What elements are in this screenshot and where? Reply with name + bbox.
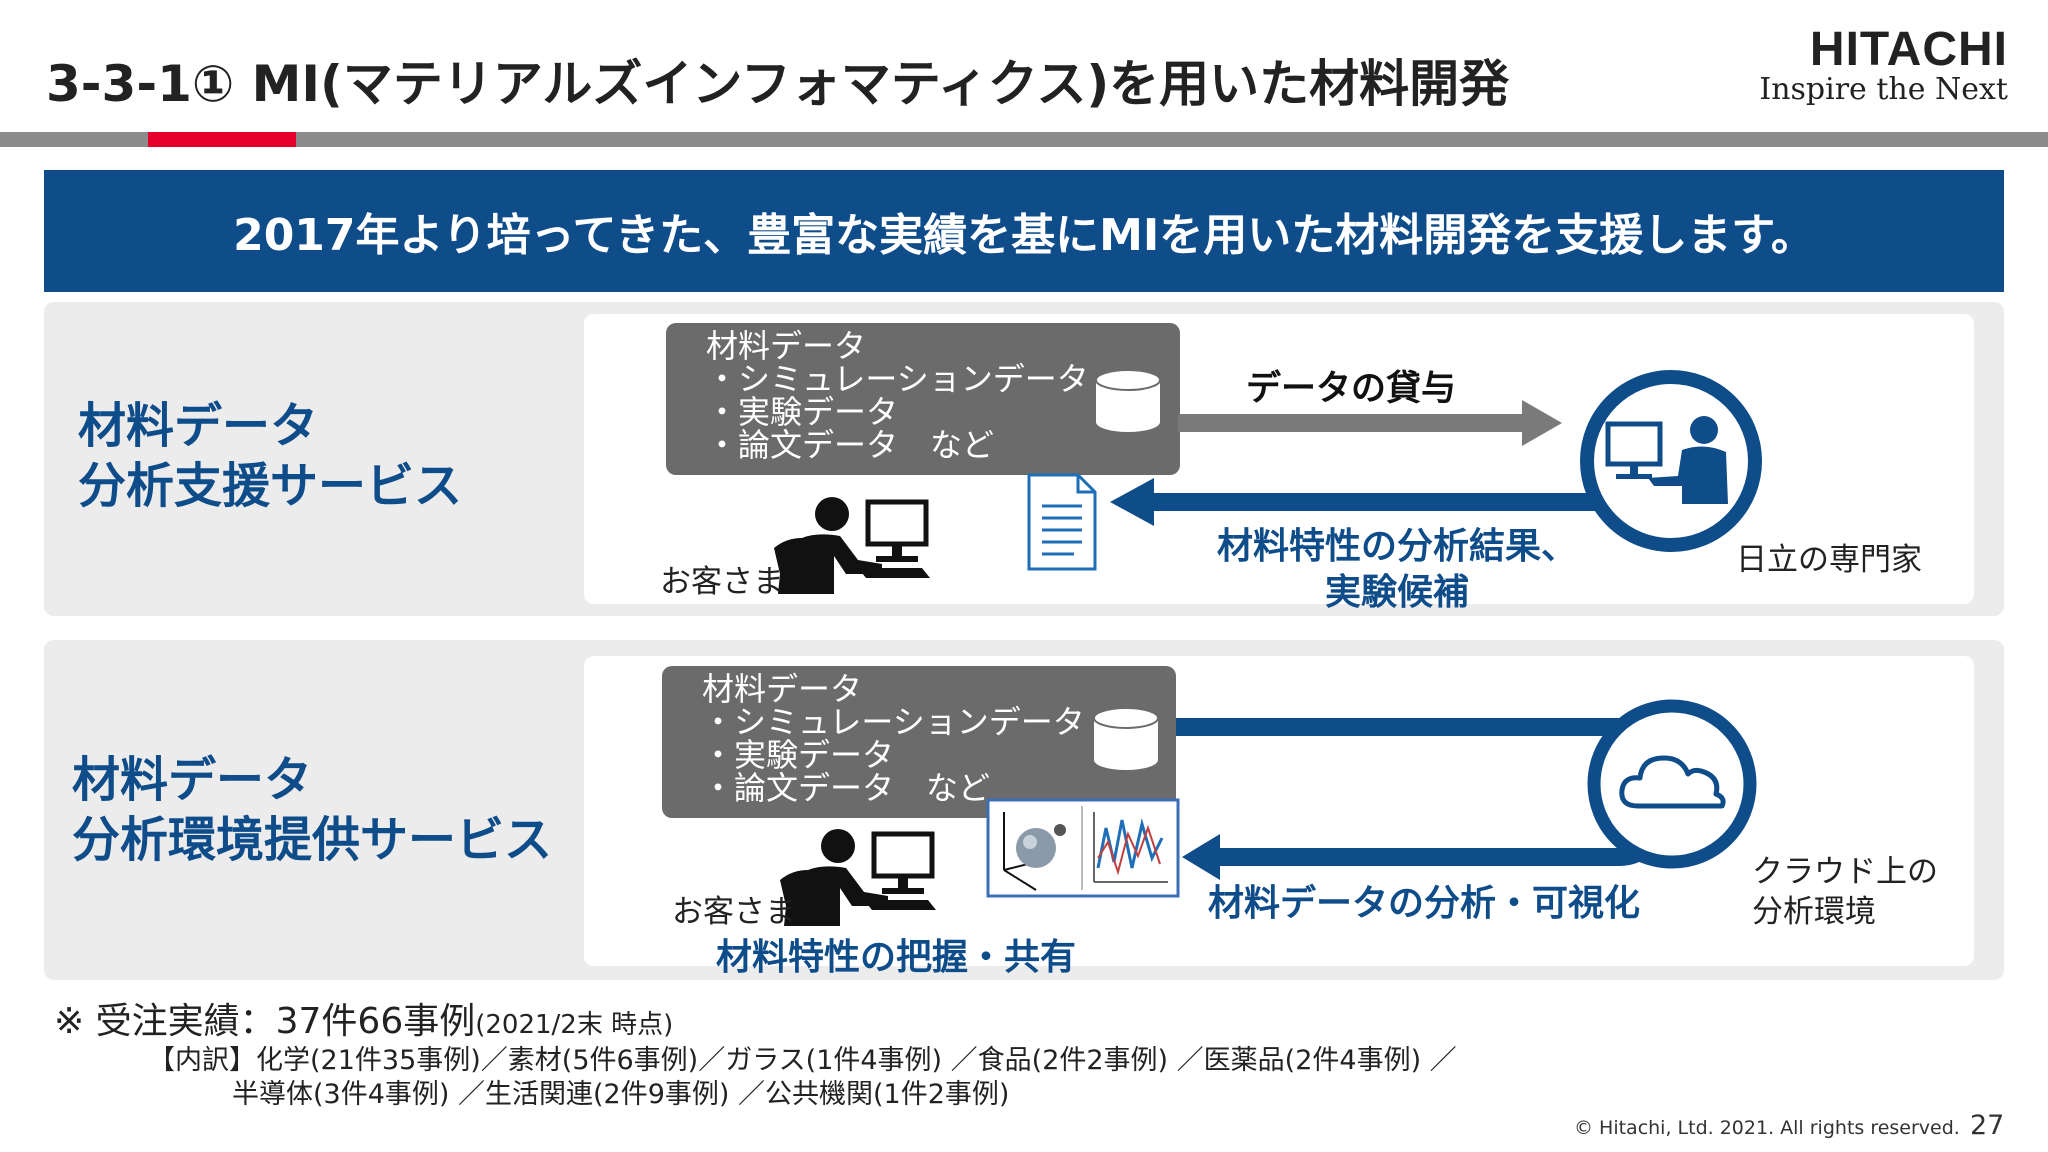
data-box-2: 材料データ ・シミュレーションデータ ・実験データ ・論文データ など xyxy=(662,666,1176,818)
order-record-note: ※ 受注実績：37件66事例(2021/2末 時点) xyxy=(54,992,673,1044)
header-rule xyxy=(0,132,2048,147)
data-box-line: ・論文データ など xyxy=(706,426,995,464)
order-record-main: ※ 受注実績：37件66事例 xyxy=(54,1001,476,1042)
cloud-label-line1: クラウド上の xyxy=(1752,854,1938,890)
expert-at-computer-icon xyxy=(1580,370,1762,552)
customer-label-2: お客さま xyxy=(672,894,796,930)
service1-title-line2: 分析支援サービス xyxy=(78,458,463,514)
hitachi-logo: HITACHI xyxy=(1809,23,2008,76)
document-icon xyxy=(1027,473,1097,571)
database-icon xyxy=(1095,369,1161,432)
result-label-line2: 実験候補 xyxy=(1324,572,1469,613)
cloud-icon xyxy=(1587,699,1757,869)
result-arrow xyxy=(1110,478,1610,526)
share-caption: 材料特性の把握・共有 xyxy=(716,937,1077,978)
database-icon xyxy=(1093,707,1159,770)
data-box-line: ・シミュレーションデータ xyxy=(706,360,1089,398)
result-label: 材料特性の分析結果、 実験候補 xyxy=(1202,524,1592,616)
data-box-line: 材料データ xyxy=(706,327,867,365)
service2-title-line2: 分析環境提供サービス xyxy=(72,812,553,868)
data-box-line: ・シミュレーションデータ xyxy=(702,703,1085,741)
customer-label-1: お客さま xyxy=(660,564,784,600)
copyright: © Hitachi, Ltd. 2021. All rights reserve… xyxy=(1574,1117,1960,1139)
cloud-label-line2: 分析環境 xyxy=(1752,894,1876,930)
molecule-analysis-icon xyxy=(986,798,1180,898)
breakdown-line2: 半導体(3件4事例) ／生活関連(2件9事例) ／公共機関(1件2事例) xyxy=(232,1079,1010,1110)
customer-at-computer-icon xyxy=(780,829,936,926)
result-label-line1: 材料特性の分析結果、 xyxy=(1216,526,1577,567)
service2-title: 材料データ 分析環境提供サービス xyxy=(72,750,552,870)
expert-label: 日立の専門家 xyxy=(1736,542,1922,578)
data-box-line: ・論文データ など xyxy=(702,769,991,807)
headline-banner: 2017年より培ってきた、豊富な実績を基にMIを用いた材料開発を支援します。 xyxy=(44,170,2004,292)
header-rule-accent xyxy=(148,132,296,147)
cloud-label: クラウド上の 分析環境 xyxy=(1752,852,1938,932)
lend-label: データの貸与 xyxy=(1246,369,1457,409)
page-number: 27 xyxy=(1970,1110,2005,1141)
analysis-label: 材料データの分析・可視化 xyxy=(1208,883,1641,924)
lend-arrow xyxy=(1178,400,1562,446)
breakdown-line1: 【内訳】化学(21件35事例)／素材(5件6事例)／ガラス(1件4事例) ／食品… xyxy=(148,1045,1457,1076)
order-record-date: (2021/2末 時点) xyxy=(475,1010,674,1040)
logo-tagline: Inspire the Next xyxy=(1759,72,2008,107)
customer-at-computer-icon xyxy=(774,497,930,594)
page-title: 3-3-1① MI(マテリアルズインフォマティクス)を用いた材料開発 xyxy=(46,55,1510,113)
data-box-line: ・実験データ xyxy=(702,736,895,774)
data-box-1: 材料データ ・シミュレーションデータ ・実験データ ・論文データ など xyxy=(666,323,1180,475)
data-box-line: ・実験データ xyxy=(706,393,899,431)
data-box-line: 材料データ xyxy=(702,670,863,708)
service2-title-line1: 材料データ xyxy=(72,752,313,808)
service1-title: 材料データ 分析支援サービス xyxy=(78,396,462,516)
service1-title-line1: 材料データ xyxy=(78,398,319,454)
